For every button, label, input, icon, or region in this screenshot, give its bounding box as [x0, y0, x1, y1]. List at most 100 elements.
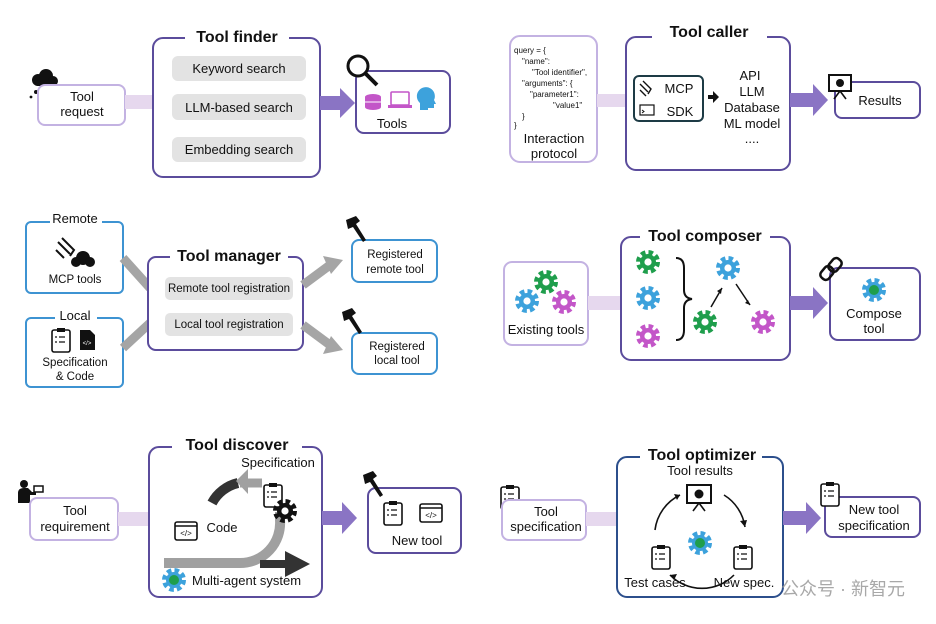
- tool-request-label-2: request: [60, 104, 104, 119]
- new-spec-label: New spec.: [714, 575, 775, 590]
- tool-discover-title: Tool discover: [186, 437, 289, 454]
- spec-code-label-2: & Code: [56, 371, 94, 383]
- gray-connector: [119, 319, 154, 352]
- cycle-arrow-light: [164, 512, 286, 569]
- specification-icon: [383, 500, 403, 526]
- tools-label: Tools: [377, 116, 408, 131]
- multi-agent-label: Multi-agent system: [192, 573, 301, 588]
- cycle-arrow: [669, 574, 735, 590]
- database-icon: [365, 94, 381, 110]
- hammer-icon: [342, 308, 362, 334]
- cloud-thought-icon: [29, 69, 58, 99]
- connector: [597, 94, 626, 107]
- code-line: }: [522, 112, 525, 121]
- presentation-chart-icon: [686, 484, 712, 512]
- existing-tools-label: Existing tools: [508, 322, 585, 337]
- registered-local-label: Registered: [369, 341, 425, 353]
- person-at-desk-icon: [18, 480, 44, 503]
- embedding-search-pill: [172, 137, 306, 162]
- mcp-label: MCP: [665, 81, 694, 96]
- presentation-chart-icon: [828, 74, 852, 100]
- protocol-label: Interaction: [524, 131, 585, 146]
- code-window-icon: [174, 521, 198, 541]
- arrow: [320, 88, 355, 118]
- llm-search-pill: [172, 94, 306, 120]
- link-icon: [819, 256, 843, 282]
- gray-arrow: [300, 261, 333, 289]
- terminal-icon: [639, 104, 655, 116]
- registered-local-box: [351, 332, 438, 375]
- local-registration-pill: [165, 313, 293, 336]
- code-line: "parameter1":: [530, 90, 579, 99]
- hammer-icon: [346, 216, 366, 242]
- multi-agent-gear-icon: [691, 534, 709, 552]
- specification-icon: [820, 481, 840, 507]
- registered-remote-label: Registered: [367, 249, 423, 261]
- code-file-icon: </>: [80, 330, 95, 350]
- specification-icon: [51, 327, 71, 353]
- tool-finder-title: Tool finder: [196, 29, 277, 46]
- new-spec-icon: [733, 544, 753, 570]
- new-tool-label: New tool: [392, 533, 443, 548]
- embedding-search-label: Embedding search: [185, 142, 293, 157]
- tool-manager-title: Tool manager: [177, 248, 281, 265]
- gray-arrow: [300, 321, 333, 349]
- specification-label: Specification: [241, 455, 315, 470]
- mcp-icon: [639, 80, 652, 97]
- mcp-tools-label: MCP tools: [49, 274, 102, 286]
- new-tool-spec-label: New tool: [849, 502, 900, 517]
- remote-registration-label: Remote tool registration: [168, 283, 290, 295]
- multi-agent-gear-icon: [165, 571, 183, 589]
- code-line: "value1": [553, 101, 582, 110]
- registered-remote-label-2: remote tool: [366, 264, 424, 276]
- tool-caller-title: Tool caller: [670, 24, 749, 41]
- keyword-search-pill: [172, 56, 306, 81]
- compose-tool-label: Compose: [846, 306, 902, 321]
- target-api: API: [740, 68, 761, 83]
- target-llm: LLM: [739, 84, 764, 99]
- new-tool-spec-label-2: specification: [838, 518, 910, 533]
- tool-composer-title: Tool composer: [648, 228, 762, 245]
- tool-spec-label: Tool: [534, 504, 558, 519]
- code-line: query = {: [514, 46, 546, 55]
- code-line: "Tool identifier",: [532, 68, 587, 77]
- test-cases-icon: [651, 544, 671, 570]
- local-label: Local: [59, 308, 90, 323]
- brain-head-icon: [416, 87, 436, 110]
- multicolor-gear-icon: [865, 281, 883, 299]
- registered-remote-box: [351, 239, 438, 283]
- tool-results-label: Tool results: [667, 463, 733, 478]
- tool-manager-box: [147, 256, 304, 351]
- connector: [118, 512, 149, 526]
- test-cases-label: Test cases: [624, 575, 686, 590]
- small-arrow-icon: [708, 91, 719, 103]
- brace: [675, 257, 693, 341]
- spec-code-label: Specification: [42, 357, 107, 369]
- tool-composer-section: Existing tools Tool composer Compose too…: [503, 226, 921, 361]
- new-tool-spec-box: [824, 496, 921, 538]
- compose-tool-box: [829, 267, 921, 341]
- target-database: Database: [724, 100, 780, 115]
- tool-requirement-label-2: requirement: [40, 519, 110, 534]
- code-line: "arguments": {: [522, 79, 573, 88]
- watermark: 公众号 · 新智元: [781, 579, 905, 599]
- connector: [586, 512, 617, 526]
- tool-manager-section: Remote MCP tools Local </> Specification…: [25, 211, 438, 388]
- tool-request-label: Tool: [70, 89, 94, 104]
- keyword-search-label: Keyword search: [192, 61, 285, 76]
- tool-spec-label-2: specification: [510, 519, 582, 534]
- remote-label: Remote: [52, 211, 98, 226]
- svg-text:</>: </>: [83, 341, 92, 347]
- results-label: Results: [858, 93, 902, 108]
- results-box: [834, 81, 921, 119]
- magnifier-icon: [346, 54, 379, 87]
- arrow: [790, 287, 828, 319]
- cycle-arrowhead: [236, 469, 248, 494]
- code-label: Code: [206, 520, 237, 535]
- protocol-label-2: protocol: [531, 146, 577, 161]
- arrow: [790, 84, 828, 116]
- tool-optimizer-title: Tool optimizer: [648, 447, 756, 464]
- forward-arrow: [260, 551, 310, 577]
- target-more: ....: [745, 131, 759, 146]
